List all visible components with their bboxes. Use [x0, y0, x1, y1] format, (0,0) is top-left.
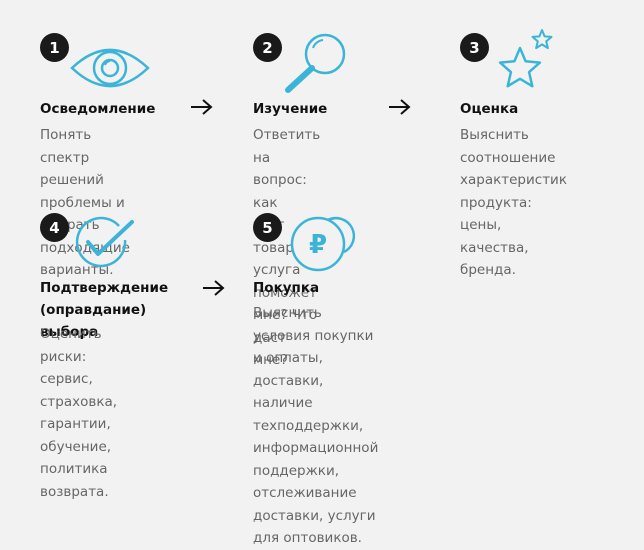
step-title: Оценка [460, 101, 519, 117]
step-number-badge: 4 [40, 213, 69, 242]
step-title: Покупка [253, 280, 320, 296]
arrow-right-icon [203, 280, 225, 296]
step-description: Оценить риски: сервис, страховка, гарант… [40, 326, 118, 500]
step-number-badge: 1 [40, 33, 69, 62]
step-description: Выяснить соотношение характеристик проду… [460, 127, 567, 278]
magnifier-icon [285, 33, 346, 93]
step-description: Выяснить условия покупки и оплаты, доста… [253, 305, 379, 546]
step-number-badge: 2 [253, 33, 282, 62]
step-description: Понять спектр решений проблемы и выбрать… [40, 127, 130, 278]
step-number-badge: 5 [253, 213, 282, 242]
step-title: Подтверждение (оправдание) выбора [40, 280, 169, 340]
checkmark-icon [75, 216, 134, 268]
stars-icon [498, 29, 553, 88]
step-number-badge: 3 [460, 33, 489, 62]
eye-icon [70, 48, 150, 88]
arrow-right-icon [191, 99, 213, 115]
ruble-coins-icon: ₽ [290, 216, 356, 272]
arrow-right-icon [389, 99, 411, 115]
step-title: Изучение [253, 101, 328, 117]
step-title: Осведомление [40, 101, 156, 117]
ruble-symbol: ₽ [309, 230, 327, 260]
